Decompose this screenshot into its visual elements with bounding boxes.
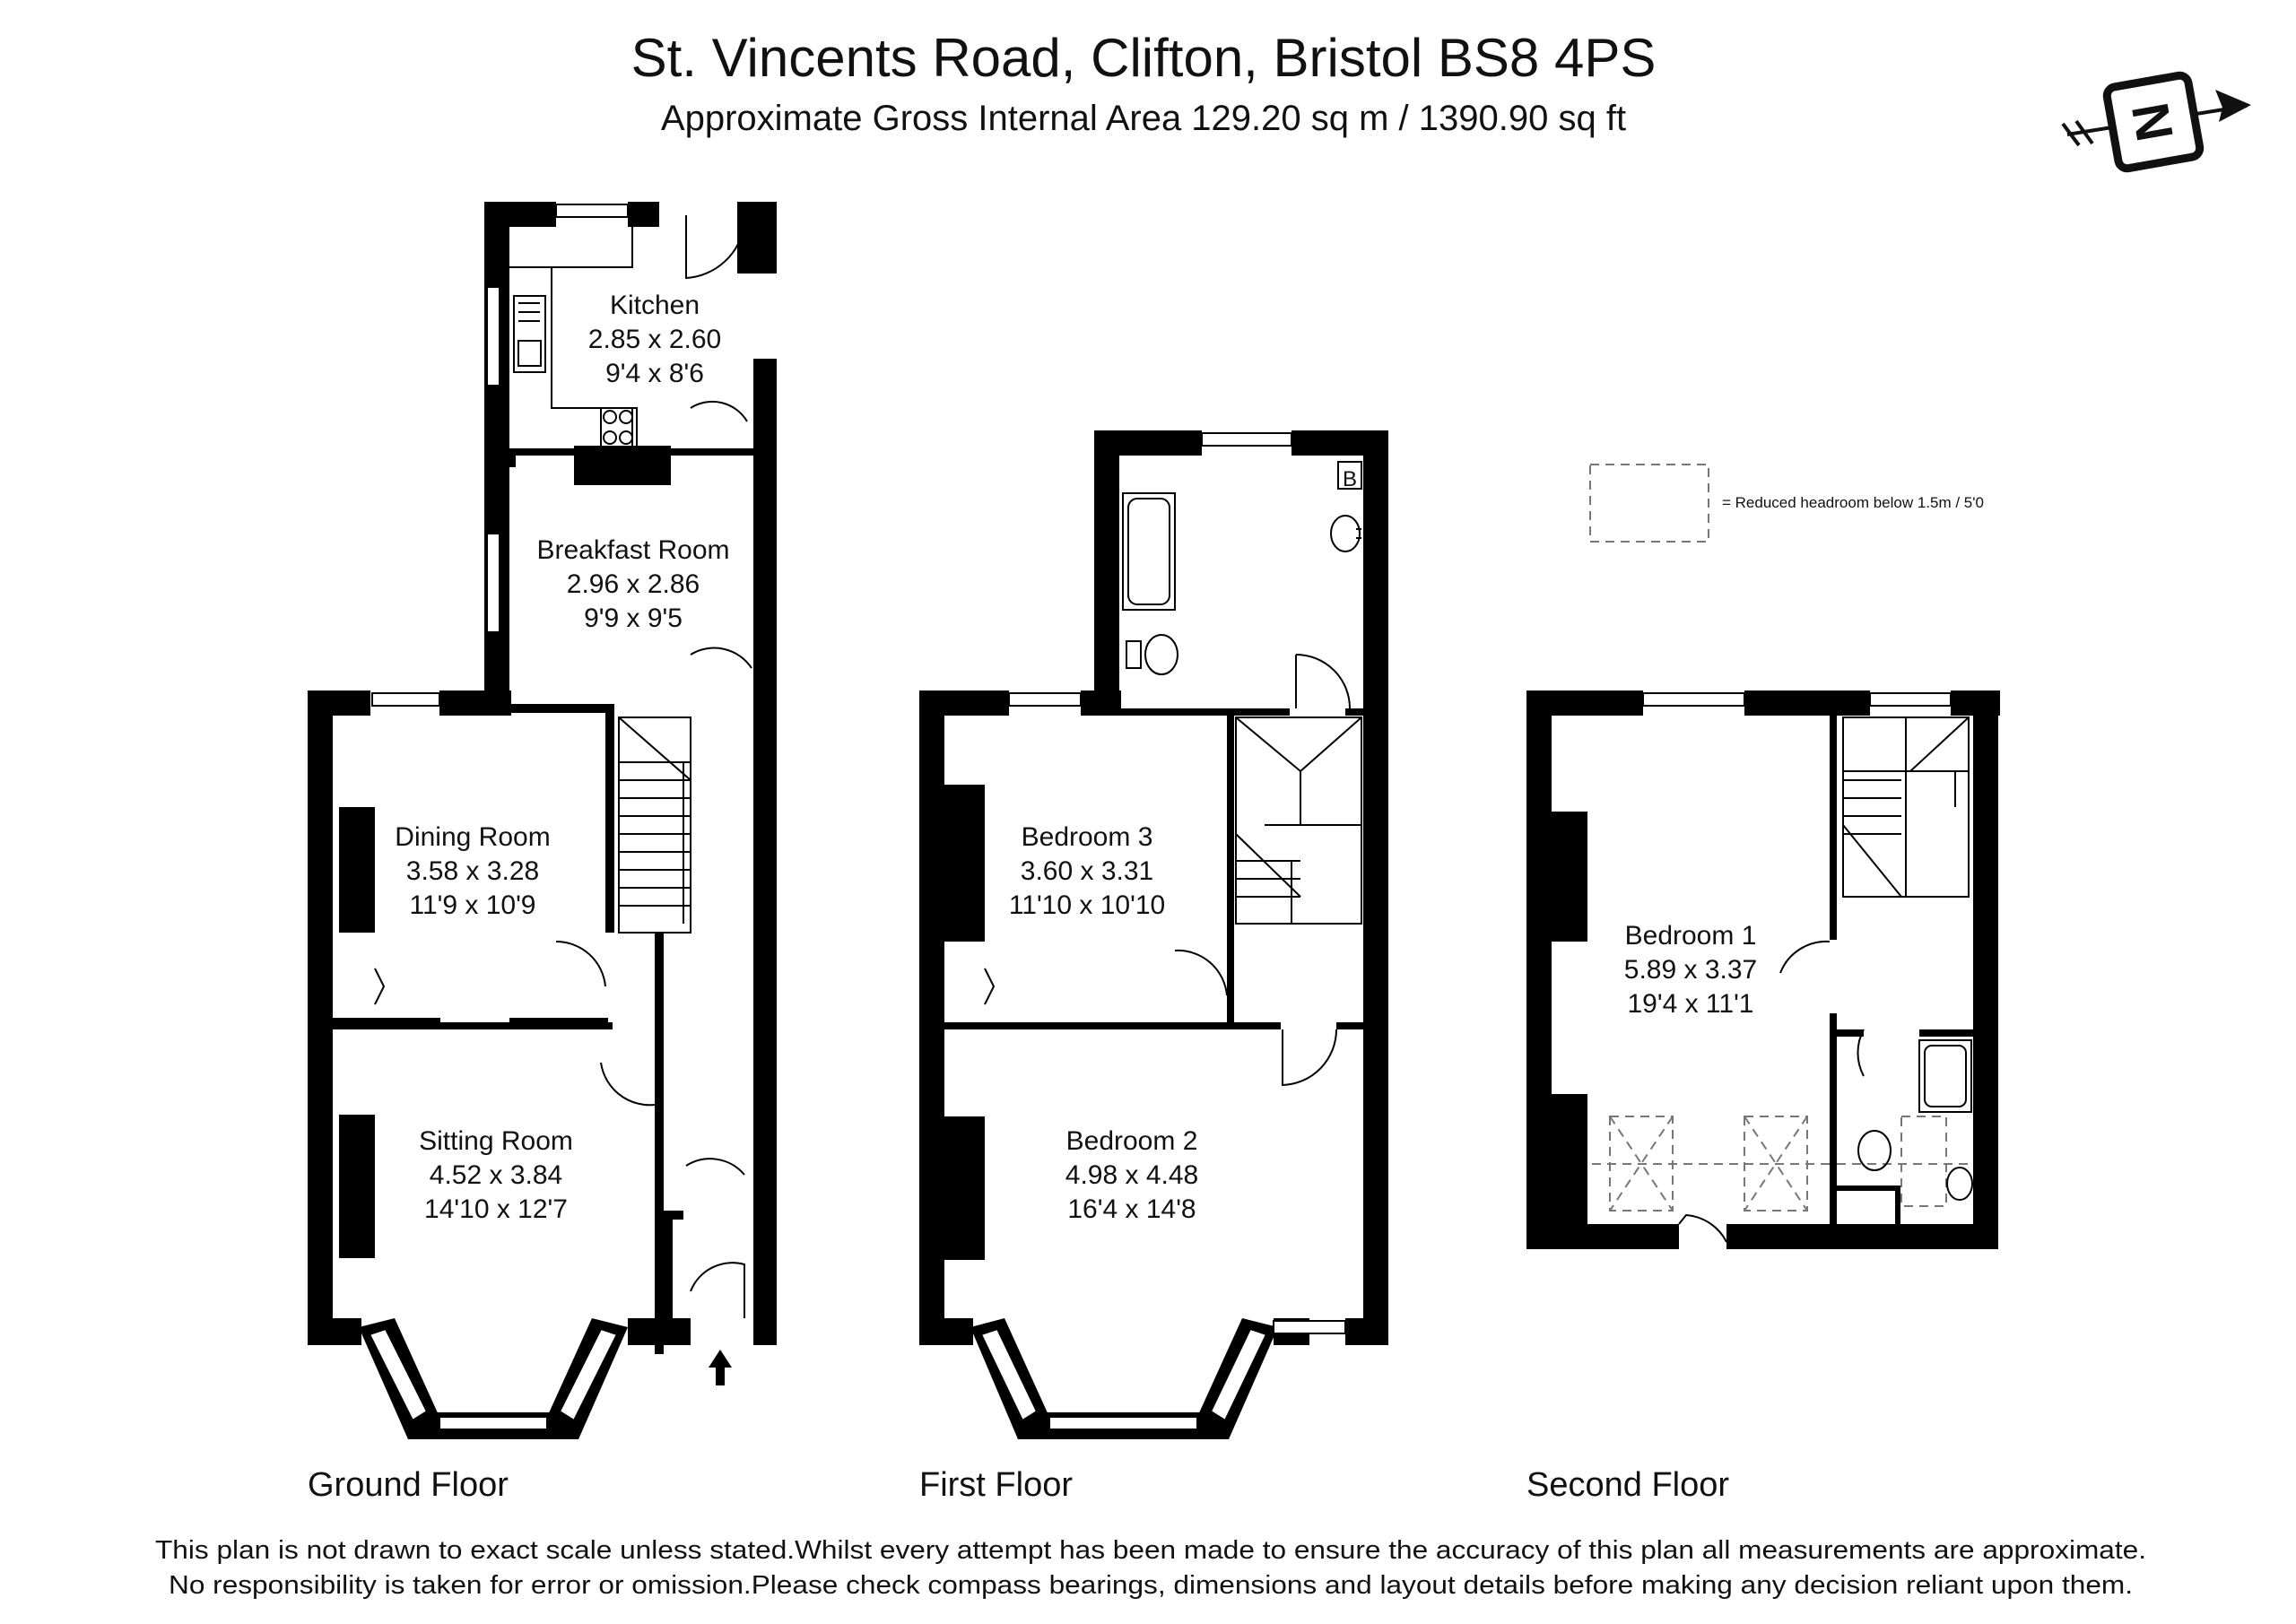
- north-compass-icon: N: [2061, 71, 2251, 173]
- room-metric: 2.85 x 2.60: [588, 325, 721, 354]
- ground-staircase: [618, 716, 691, 934]
- room-label-breakfast-room: Breakfast Room 2.96 x 2.86 9'9 x 9'5: [536, 535, 729, 633]
- area-subtitle: Approximate Gross Internal Area 129.20 s…: [661, 99, 1626, 138]
- room-name: Bedroom 1: [1625, 921, 1757, 951]
- room-label-dining-room: Dining Room 3.58 x 3.28 11'9 x 10'9: [395, 822, 550, 920]
- room-imperial: 16'4 x 14'8: [1067, 1194, 1196, 1224]
- first-windows: [1008, 432, 1346, 1334]
- first-bay-window: [970, 1318, 1278, 1439]
- legend-label: = Reduced headroom below 1.5m / 5'0: [1722, 494, 1984, 511]
- room-name: Dining Room: [395, 822, 550, 852]
- kitchen-sink-icon: [513, 295, 546, 373]
- room-name: Breakfast Room: [536, 535, 729, 565]
- ground-bay-window: [359, 1318, 628, 1439]
- second-windows: [1642, 692, 1952, 707]
- first-doors: [984, 654, 1351, 1087]
- room-label-sitting-room: Sitting Room 4.52 x 3.84 14'10 x 12'7: [419, 1126, 573, 1224]
- room-imperial: 14'10 x 12'7: [424, 1194, 568, 1224]
- bathroom-fixtures: [1122, 461, 1362, 675]
- disclaimer-line-2: No responsibility is taken for error or …: [169, 1571, 2133, 1600]
- room-metric: 3.60 x 3.31: [1021, 856, 1153, 886]
- ground-floor-plan: Kitchen 2.85 x 2.60 9'4 x 8'6 Breakfast …: [308, 202, 777, 1439]
- floor-label-first: First Floor: [919, 1466, 1073, 1504]
- kitchen-units: [509, 226, 638, 449]
- floor-label-ground: Ground Floor: [308, 1466, 509, 1504]
- ground-partitions: [333, 448, 752, 1345]
- room-metric: 3.58 x 3.28: [406, 856, 539, 886]
- floor-label-second: Second Floor: [1526, 1466, 1729, 1504]
- second-staircase: [1842, 716, 1970, 898]
- first-floor-walls: [919, 430, 1388, 1345]
- reduced-headroom-zones: [1592, 1116, 1973, 1211]
- room-metric: 4.52 x 3.84: [430, 1160, 562, 1190]
- plan-title: St. Vincents Road, Clifton, Bristol BS8 …: [631, 28, 1657, 88]
- ground-doors: [374, 215, 752, 1318]
- room-metric: 2.96 x 2.86: [567, 569, 700, 599]
- room-imperial: 11'10 x 10'10: [1009, 890, 1165, 920]
- room-name: Bedroom 3: [1022, 822, 1153, 852]
- ground-windows: [371, 204, 629, 707]
- second-floor-plan: Bedroom 1 5.89 x 3.37 19'4 x 11'1: [1526, 690, 2000, 1249]
- room-label-kitchen: Kitchen 2.85 x 2.60 9'4 x 8'6: [588, 291, 721, 388]
- room-name: Bedroom 2: [1066, 1126, 1198, 1156]
- second-bathroom-fixtures: [1857, 1039, 1973, 1201]
- room-imperial: 9'4 x 8'6: [605, 359, 704, 388]
- second-floor-walls: [1526, 690, 2000, 1249]
- room-imperial: 19'4 x 11'1: [1627, 989, 1753, 1019]
- room-imperial: 9'9 x 9'5: [584, 604, 683, 633]
- entrance-arrow-icon: [709, 1350, 732, 1385]
- room-label-bedroom-1: Bedroom 1 5.89 x 3.37 19'4 x 11'1: [1624, 921, 1757, 1019]
- room-imperial: 11'9 x 10'9: [409, 890, 535, 920]
- hob-icon: [603, 410, 633, 445]
- first-floor-plan: B Bedroom 3 3.60 x 3.31 11'10 x 10'10 Be…: [919, 430, 1388, 1439]
- room-label-bedroom-2: Bedroom 2 4.98 x 4.48 16'4 x 14'8: [1065, 1126, 1198, 1224]
- first-staircase: [1235, 716, 1362, 925]
- reduced-headroom-swatch: [1589, 464, 1709, 543]
- room-metric: 4.98 x 4.48: [1065, 1160, 1198, 1190]
- second-doors: [1678, 940, 1865, 1243]
- room-metric: 5.89 x 3.37: [1624, 955, 1757, 985]
- room-name: Sitting Room: [419, 1126, 573, 1156]
- legend: = Reduced headroom below 1.5m / 5'0: [1589, 464, 1984, 543]
- boiler-label: B: [1343, 467, 1357, 491]
- disclaimer-line-1: This plan is not drawn to exact scale un…: [155, 1536, 2146, 1565]
- room-name: Kitchen: [610, 291, 700, 320]
- room-label-bedroom-3: Bedroom 3 3.60 x 3.31 11'10 x 10'10: [1009, 822, 1165, 920]
